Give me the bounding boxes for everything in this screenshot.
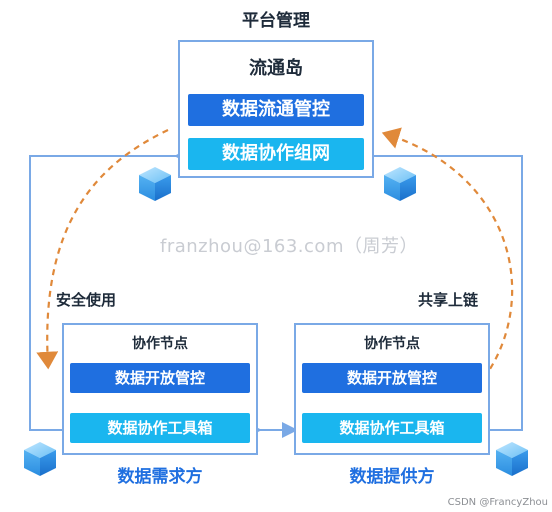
hub-bar-top: 数据流通管控 [188,94,364,126]
cube-icon [496,442,528,476]
left-node-bar-bottom: 数据协作工具箱 [70,413,250,443]
hub-panel: 流通岛 数据流通管控 数据协作组网 [178,40,374,178]
right-dashed-arrow [381,127,514,379]
cube-icon [384,167,416,201]
right-node-header: 协作节点 [364,336,420,352]
left-node-caption: 数据需求方 [117,467,203,487]
hub-bar-bottom: 数据协作组网 [188,138,364,170]
watermark-text: franzhou@163.com（周芳） [160,236,418,257]
hub-name: 流通岛 [249,58,303,79]
left-node-bar-top: 数据开放管控 [70,363,250,393]
cube-icon [139,167,171,201]
right-node-caption: 数据提供方 [349,467,435,487]
credit-text: CSDN @FrancyZhou [447,497,548,508]
left-side-label: 安全使用 [56,291,117,309]
left-outer-connector [29,148,190,431]
right-outer-connector [360,148,523,431]
right-node-bar-bottom: 数据协作工具箱 [302,413,482,443]
left-node-header: 协作节点 [132,336,188,352]
right-node-bar-top: 数据开放管控 [302,363,482,393]
cube-icon [24,442,56,476]
right-side-label: 共享上链 [418,291,479,309]
right-node-panel: 协作节点 数据开放管控 数据协作工具箱 [294,323,490,455]
left-dashed-arrow [36,129,169,370]
left-node-panel: 协作节点 数据开放管控 数据协作工具箱 [62,323,258,455]
diagram-title: 平台管理 [242,11,310,31]
